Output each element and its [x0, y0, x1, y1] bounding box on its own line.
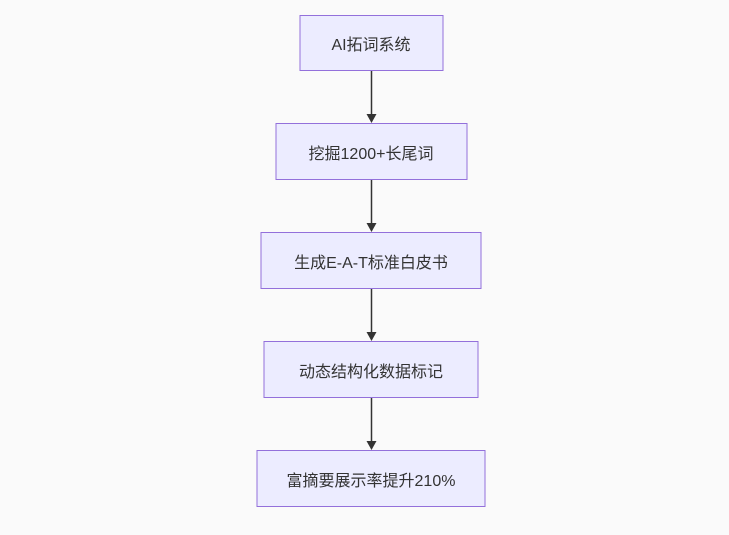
flow-node-ai-word-expansion: AI拓词系统: [299, 15, 443, 71]
node-label: 挖掘1200+长尾词: [308, 145, 434, 163]
node-label: AI拓词系统: [331, 37, 411, 54]
arrow-down-connector: [366, 180, 376, 232]
arrowhead-icon: [366, 114, 376, 123]
flow-node-eat-whitepaper: 生成E-A-T标准白皮书: [260, 232, 482, 289]
node-label: 生成E-A-T标准白皮书: [294, 254, 448, 272]
arrowhead-icon: [366, 223, 376, 232]
arrow-down-connector: [366, 71, 376, 123]
arrow-down-connector: [366, 398, 376, 450]
arrowhead-icon: [366, 332, 376, 341]
node-label: 富摘要展示率提升210%: [286, 472, 456, 490]
flow-node-structured-data-markup: 动态结构化数据标记: [263, 341, 479, 398]
arrow-down-connector: [366, 289, 376, 341]
node-label: 动态结构化数据标记: [298, 363, 443, 381]
flow-node-rich-snippet-result: 富摘要展示率提升210%: [256, 450, 486, 507]
arrowhead-icon: [366, 441, 376, 450]
flowchart: AI拓词系统 挖掘1200+长尾词 生成E-A-T标准白皮书 动态结构化数据标记…: [256, 15, 486, 507]
flow-node-longtail-keywords: 挖掘1200+长尾词: [275, 123, 467, 180]
